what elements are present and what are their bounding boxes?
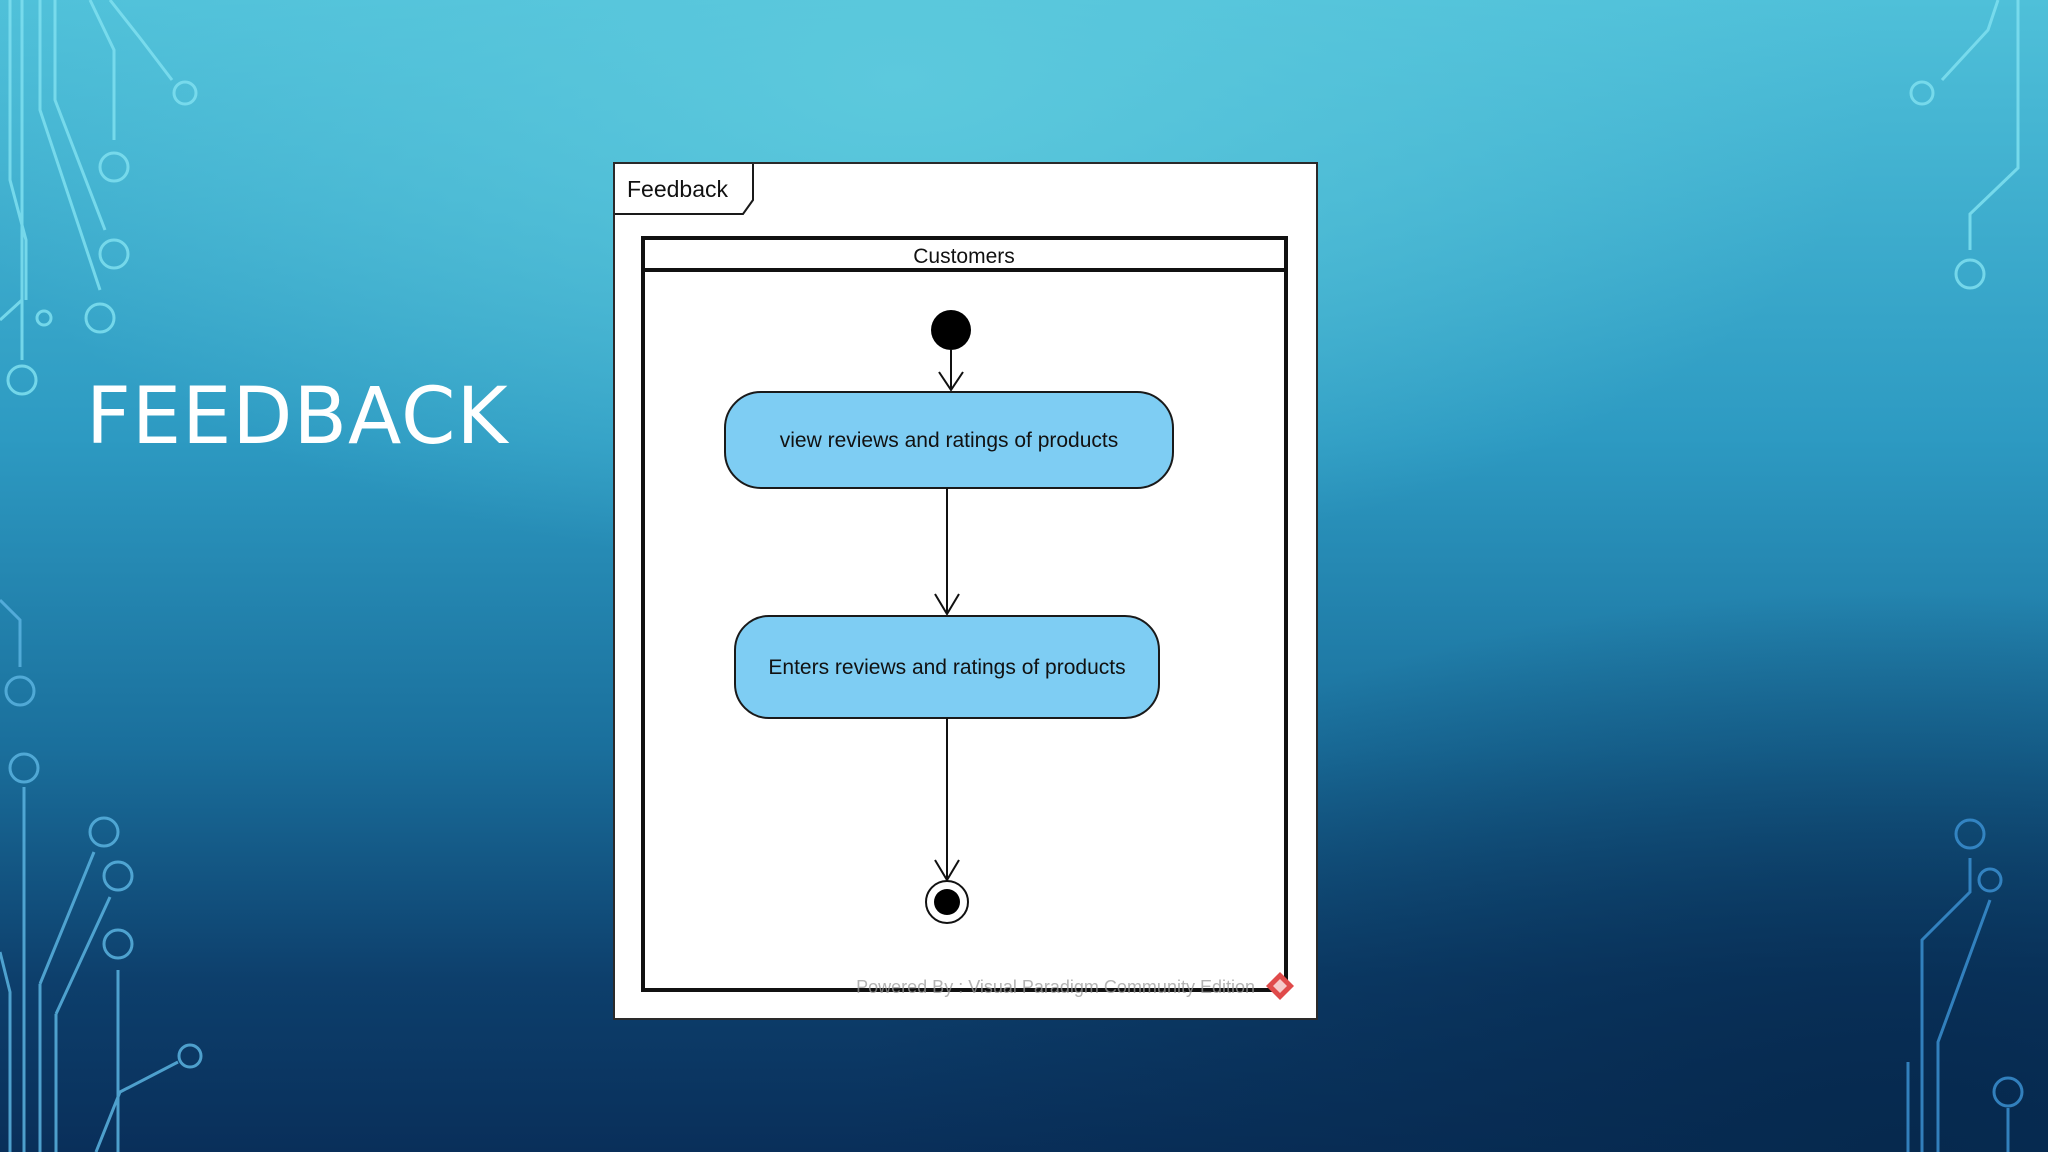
diagram-frame: Feedback Customers view reviews and rati…: [613, 162, 1318, 1020]
activity-diagram: Feedback Customers view reviews and rati…: [615, 164, 1294, 1000]
action-view-reviews-label: view reviews and ratings of products: [780, 429, 1119, 452]
final-node: [934, 889, 960, 915]
initial-node: [931, 310, 971, 350]
frame-label-tab: [615, 164, 754, 215]
visual-paradigm-logo-icon: [1266, 972, 1294, 1000]
circuit-decoration-bottom-right: [1906, 818, 2024, 1152]
frame-label: Feedback: [627, 176, 729, 202]
arrowhead-1: [938, 371, 964, 392]
action-view-reviews: [724, 391, 1174, 489]
watermark: Powered By : Visual Paradigm Community E…: [856, 977, 1255, 997]
circuit-decoration-top-right: [1909, 0, 2020, 290]
arrowhead-2: [934, 593, 960, 616]
swimlane: [641, 236, 1288, 992]
circuit-decoration-top-left: [0, 0, 198, 396]
swimlane-label: Customers: [913, 245, 1015, 268]
action-enter-reviews-label: Enters reviews and ratings of products: [768, 656, 1125, 679]
circuit-decoration-bottom-left: [0, 598, 203, 1152]
slide-title: FEEDBACK: [86, 372, 509, 462]
